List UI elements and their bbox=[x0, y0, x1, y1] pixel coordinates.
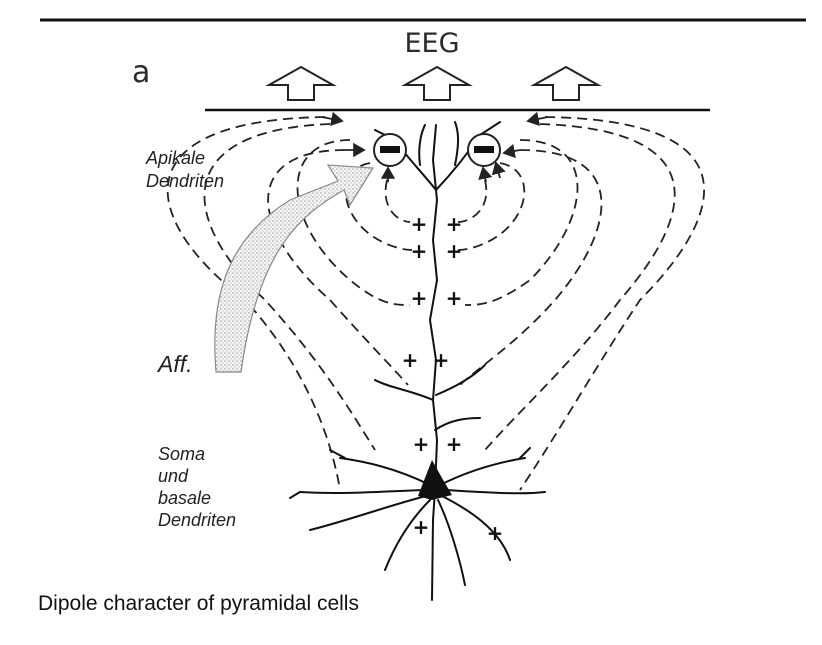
plus-sign: + bbox=[411, 212, 428, 236]
apical-dendrites-label: Apikale Dendriten bbox=[145, 148, 224, 191]
plus-sign: + bbox=[402, 348, 419, 372]
afferent-arrow bbox=[214, 164, 375, 373]
eeg-arrow-icon bbox=[530, 65, 602, 101]
plus-sign: + bbox=[446, 432, 463, 456]
field-lines bbox=[166, 116, 705, 491]
plus-sign: + bbox=[411, 239, 428, 263]
figure-caption: Dipole character of pyramidal cells bbox=[38, 592, 359, 615]
plus-sign: + bbox=[446, 286, 463, 310]
plus-sign: + bbox=[446, 212, 463, 236]
soma-body bbox=[418, 460, 452, 500]
plus-sign: + bbox=[433, 348, 450, 372]
sink-arrows bbox=[321, 111, 549, 183]
plus-sign: + bbox=[411, 286, 428, 310]
eeg-arrow-icon bbox=[401, 65, 473, 101]
afferent-label: Aff. bbox=[156, 351, 193, 377]
soma-basal-dendrites-label: Soma und basale Dendriten bbox=[158, 444, 236, 530]
pyramidal-neuron bbox=[289, 121, 546, 601]
plus-sign: + bbox=[413, 432, 430, 456]
positive-sources: + + + + + + + + + + + + bbox=[402, 212, 504, 545]
eeg-arrow-icon bbox=[265, 65, 337, 101]
plus-sign: + bbox=[413, 515, 430, 539]
plus-sign: + bbox=[446, 239, 463, 263]
negative-sinks bbox=[373, 133, 501, 167]
plus-sign: + bbox=[487, 521, 504, 545]
eeg-label: EEG bbox=[404, 28, 459, 59]
eeg-arrows bbox=[265, 65, 602, 101]
panel-letter: a bbox=[132, 55, 150, 90]
